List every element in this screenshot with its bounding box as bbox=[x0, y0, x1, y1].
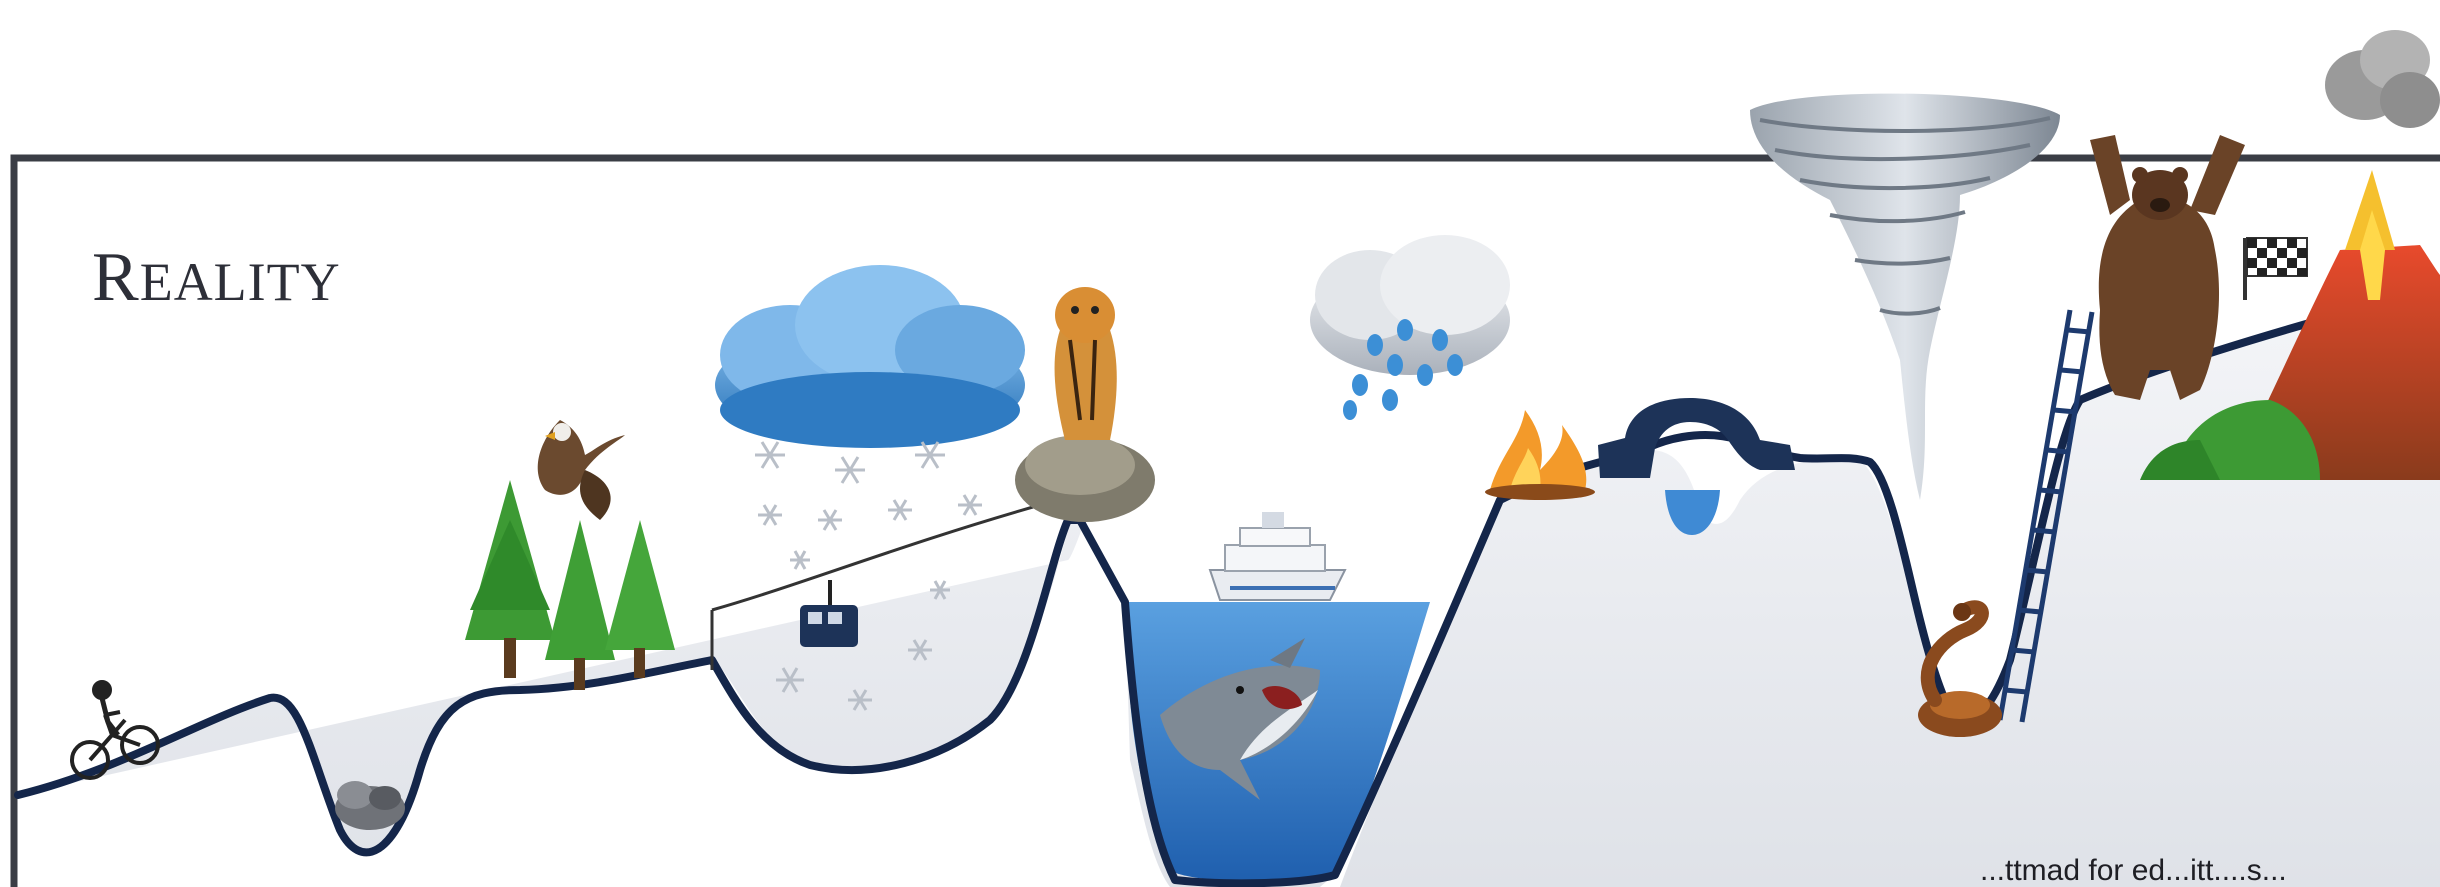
tiger-icon bbox=[1015, 287, 1155, 522]
bear-icon bbox=[2090, 135, 2245, 400]
terrain-line bbox=[14, 292, 2440, 887]
snow-cloud-icon bbox=[715, 265, 1025, 448]
pine-tree-icon bbox=[465, 480, 675, 690]
tunnel-water bbox=[1665, 490, 1720, 535]
rock-icon bbox=[335, 781, 405, 830]
eagle-icon bbox=[537, 420, 625, 520]
shark-icon bbox=[1160, 638, 1320, 800]
fire-icon bbox=[1485, 410, 1595, 500]
diagram-frame bbox=[10, 154, 2440, 887]
checkered-flag-icon bbox=[2243, 237, 2308, 300]
snowflakes bbox=[755, 441, 982, 711]
cruise-ship-icon bbox=[1208, 512, 1347, 601]
volcano-icon bbox=[2140, 30, 2440, 480]
terrain-ground bbox=[18, 296, 2440, 887]
title-rest: EALITY bbox=[140, 252, 341, 312]
bicycle-icon bbox=[70, 680, 160, 780]
snake-icon bbox=[1918, 600, 2002, 737]
gondola-icon bbox=[710, 503, 1041, 670]
caption-text: ...ttmad for ed...itt....s... bbox=[1980, 854, 2287, 887]
title-initial: R bbox=[92, 239, 140, 316]
tunnel-bridge bbox=[1598, 398, 1795, 478]
rain-cloud-icon bbox=[1310, 235, 1510, 420]
diagram-title: REALITY bbox=[92, 239, 341, 316]
ladder-icon bbox=[1997, 309, 2095, 723]
tornado-icon bbox=[1750, 93, 2060, 501]
